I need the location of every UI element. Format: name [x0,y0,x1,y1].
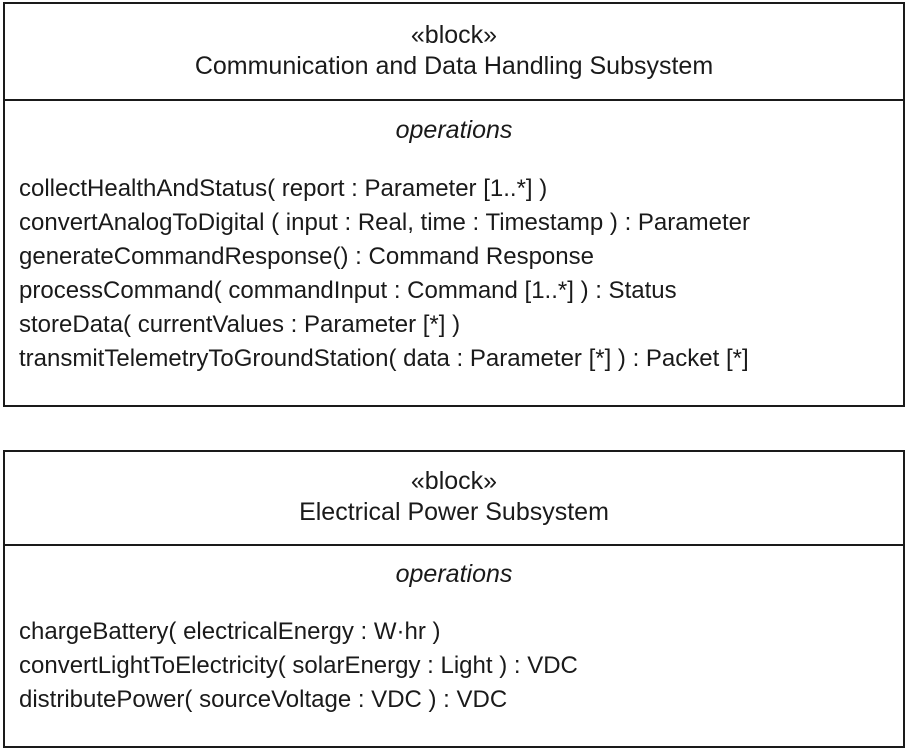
operations-list: chargeBattery( electricalEnergy : W·hr )… [5,615,903,717]
block-communication-and-data-handling-subsystem: «block» Communication and Data Handling … [3,2,905,407]
operations-list: collectHealthAndStatus( report : Paramet… [5,172,903,376]
operation-item: convertLightToElectricity( solarEnergy :… [19,652,578,679]
operation-item: transmitTelemetryToGroundStation( data :… [19,345,749,372]
compartment-title: operations [395,560,513,588]
block-name: Electrical Power Subsystem [299,498,609,526]
compartment-title: operations [395,116,513,144]
operation-item: storeData( currentValues : Parameter [*]… [19,311,461,338]
block-header: «block» Communication and Data Handling … [5,4,903,101]
operation-item: generateCommandResponse() : Command Resp… [19,243,594,270]
operation-item: convertAnalogToDigital ( input : Real, t… [19,209,750,236]
operations-compartment: operations chargeBattery( electricalEner… [5,546,903,717]
operations-compartment: operations collectHealthAndStatus( repor… [5,101,903,376]
operation-item: chargeBattery( electricalEnergy : W·hr ) [19,618,441,645]
block-name: Communication and Data Handling Subsyste… [194,52,714,80]
operation-item: processCommand( commandInput : Command [… [19,277,677,304]
block-stereotype: «block» [410,21,498,49]
operation-item: distributePower( sourceVoltage : VDC ) :… [19,686,508,713]
operation-item: collectHealthAndStatus( report : Paramet… [19,175,548,202]
block-stereotype: «block» [410,467,498,495]
block-header: «block» Electrical Power Subsystem [5,452,903,546]
block-electrical-power-subsystem: «block» Electrical Power Subsystem opera… [3,450,905,748]
